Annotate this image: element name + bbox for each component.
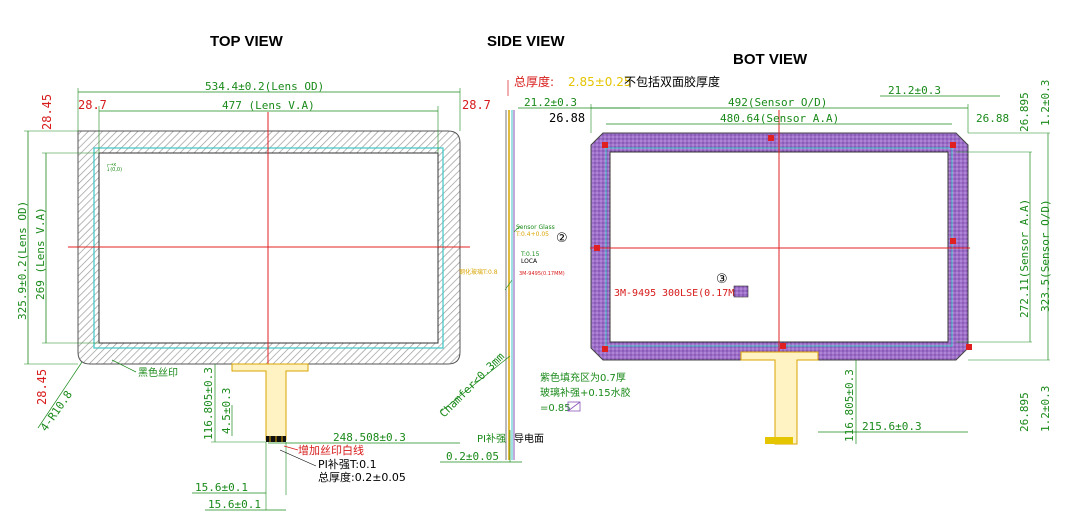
top-view-title: TOP VIEW — [210, 33, 284, 50]
bot-view-title: BOT VIEW — [733, 51, 808, 68]
tail-width-1: 15.6±0.1 — [195, 481, 248, 494]
tape-label: 3M-9495(0.17MM) — [519, 271, 565, 277]
marker — [768, 135, 774, 141]
total-thickness-value: 2.85±0.25 — [568, 75, 632, 89]
pi-rib-label: PI补强 — [477, 432, 506, 445]
tape-desc: 300LSE(0.17MM) — [662, 288, 746, 299]
lens-od-width: 534.4±0.2(Lens OD) — [205, 80, 324, 93]
black-silk-label: 黑色丝印 — [138, 366, 178, 379]
lens-od-height: 325.9±0.2(Lens OD) — [16, 201, 29, 320]
bot-dim-212: 21.2±0.3 — [888, 84, 941, 97]
marker — [966, 344, 972, 350]
sensor-od-width: 492(Sensor O/D) — [728, 96, 827, 109]
bot-fpc-tail — [740, 351, 819, 445]
callout-3: ③ — [716, 272, 728, 287]
purple-swatch — [733, 285, 749, 298]
tail-segment: 4.5±0.3 — [220, 388, 233, 434]
lens-va-width: 477 (Lens V.A) — [222, 99, 315, 112]
bot-tail-length: 116.805±0.3 — [843, 369, 856, 442]
tail-length: 116.805±0.3 — [202, 367, 215, 440]
margin-right: 28.7 — [462, 98, 491, 112]
marker — [950, 142, 956, 148]
bot-fpc-contacts — [765, 437, 793, 444]
cover-glass-label: 钢化玻璃T:0.8 — [459, 268, 498, 276]
lens-va-height: 269 (Lens V.A) — [34, 207, 47, 300]
sensor-aa-width: 480.64(Sensor A.A) — [720, 112, 839, 125]
t015-label: T:0.15 — [520, 251, 540, 258]
fpc-tail — [231, 363, 309, 441]
bot-left-gap: 26.88 — [549, 111, 585, 125]
total-thickness-label: 总厚度: — [514, 74, 554, 89]
marker — [780, 343, 786, 349]
margin-top: 28.45 — [40, 94, 54, 130]
bot-view: ③ 3M-9495 300LSE(0.17MM) 492(Sensor O/D)… — [540, 80, 1052, 445]
note-white-line: 增加丝印白线 — [298, 443, 364, 457]
bot-aa-height: 272.11(Sensor A.A) — [1018, 199, 1031, 318]
side-view-title: SIDE VIEW — [487, 33, 565, 50]
side-bottom-dim: 0.2±0.05 — [446, 450, 499, 463]
margin-bottom: 28.45 — [35, 369, 49, 405]
sensor-glass-thickness: T:0.4+0.05 — [515, 231, 549, 238]
bot-note-1: 紫色填充区为0.7厚 — [540, 371, 626, 384]
note-pi-rib: PI补强T:0.1 — [318, 458, 377, 471]
bot-tail-offset: 215.6±0.3 — [862, 420, 922, 433]
note-swatch — [567, 401, 581, 412]
tail-offset: 248.508±0.3 — [333, 431, 406, 444]
sensor-glass-label: Sensor Glass — [516, 224, 555, 231]
top-view: ┌→x ↓(0,0) 534.4±0.2(Lens OD) 477 (Lens … — [16, 80, 491, 511]
marker — [594, 245, 600, 251]
callout-2: ② — [556, 231, 568, 246]
conductive-label: 导电面 — [514, 432, 544, 445]
loca-label: LOCA — [521, 258, 538, 265]
marker — [602, 346, 608, 352]
bot-right-gap: 26.88 — [976, 112, 1009, 125]
marker — [950, 238, 956, 244]
tail-width-2: 15.6±0.1 — [208, 498, 261, 511]
bot-top-gap: 26.895 — [1018, 92, 1031, 132]
tape-part: 3M-9495 — [614, 288, 656, 299]
marker — [602, 142, 608, 148]
margin-left: 28.7 — [78, 98, 107, 112]
bot-side-top: 1.2±0.3 — [1039, 80, 1052, 126]
note-total: 总厚度:0.2±0.05 — [318, 470, 406, 484]
bot-note-2: 玻璃补强+0.15水胶 — [540, 386, 631, 399]
side-dim-21: 21.2±0.3 — [524, 96, 577, 109]
bot-bottom-gap: 26.895 — [1018, 392, 1031, 432]
total-thickness-suffix: 不包括双面胶厚度 — [624, 74, 720, 89]
svg-text:┌→x: ┌→x — [106, 162, 116, 168]
bot-side-bottom: 1.2±0.3 — [1039, 386, 1052, 432]
bot-note-3: =0.85 — [540, 403, 571, 414]
bot-od-height: 323.5(Sensor O/D) — [1039, 199, 1052, 312]
svg-text:↓(0,0): ↓(0,0) — [106, 167, 122, 173]
